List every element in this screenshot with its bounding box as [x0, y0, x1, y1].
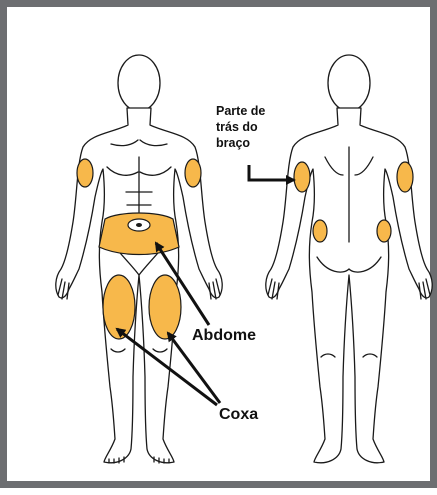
front-upper-arm-right-site	[185, 159, 201, 187]
back-of-arm-label-line-1: Parte de	[216, 103, 265, 119]
back-head	[328, 55, 370, 111]
back-body-figure	[266, 55, 432, 463]
back-upper-arm-right-site	[397, 162, 413, 192]
back-of-arm-label: Parte de trás do braço	[216, 103, 265, 151]
front-head	[118, 55, 160, 111]
front-upper-arm-left-site	[77, 159, 93, 187]
back-flank-left-site	[313, 220, 327, 242]
back-flank-right-site	[377, 220, 391, 242]
back-of-arm-label-line-2: trás do	[216, 119, 265, 135]
front-body-figure	[56, 55, 222, 463]
coxa-label: Coxa	[219, 406, 258, 424]
abdome-label: Abdome	[192, 327, 256, 345]
thigh-right-site	[149, 275, 181, 339]
back-of-arm-label-line-3: braço	[216, 135, 265, 151]
navel	[136, 223, 142, 227]
back-upper-arm-left-site	[294, 162, 310, 192]
